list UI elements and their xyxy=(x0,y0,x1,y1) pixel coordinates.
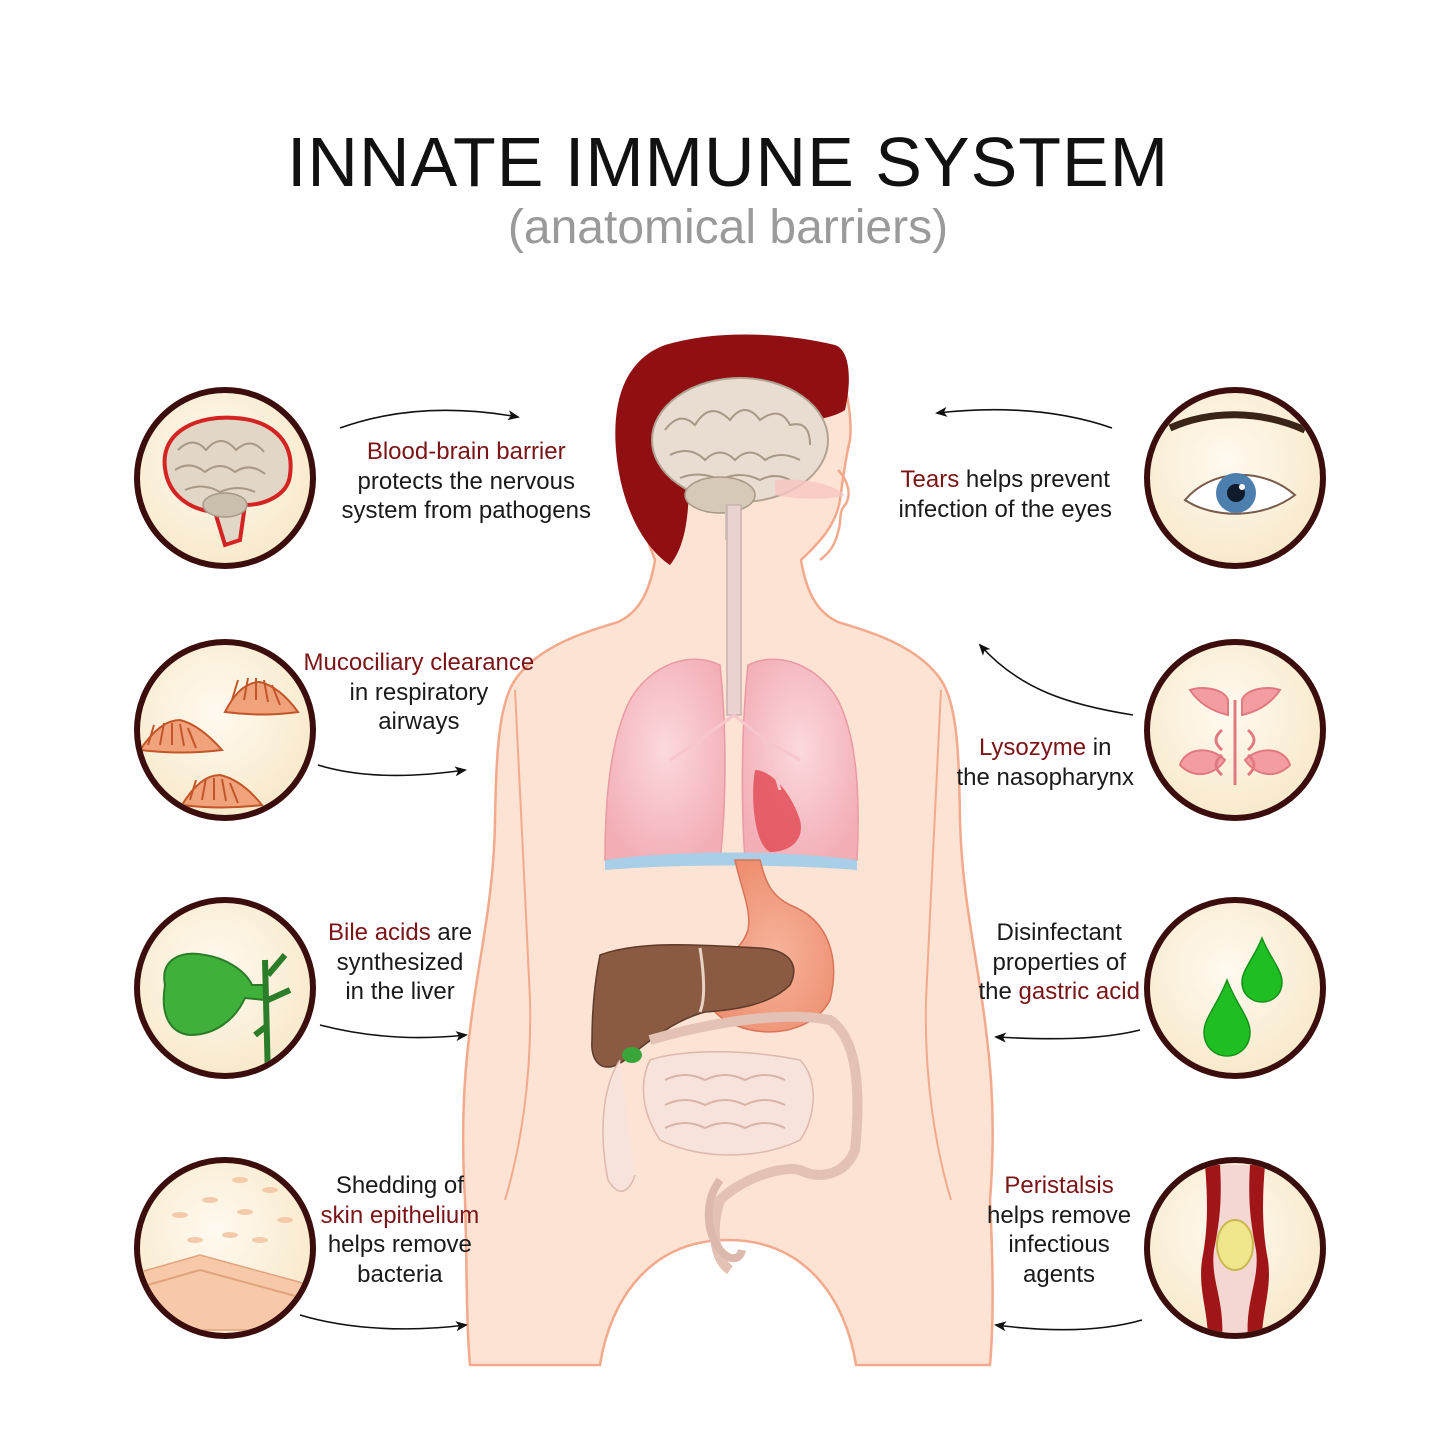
right-arm-line xyxy=(924,689,952,1201)
caption-line: in the liver xyxy=(328,977,472,1007)
caption-line: agents xyxy=(987,1260,1131,1290)
eye-icon xyxy=(1168,411,1307,515)
caption-text: protects the nervous xyxy=(357,467,575,495)
caption-line: bacteria xyxy=(321,1260,480,1290)
caption-line: helps remove xyxy=(987,1201,1131,1231)
caption-text: the xyxy=(978,978,1019,1005)
brain-icon xyxy=(162,415,293,548)
lungs xyxy=(604,658,859,870)
arrow-gastric xyxy=(994,1029,1141,1043)
skin-icon xyxy=(140,1177,310,1331)
highlighted-term: gastric acid xyxy=(1018,978,1140,1005)
highlighted-term: Bile acids xyxy=(328,919,431,946)
caption-text: synthesized xyxy=(336,948,464,976)
arrow-peristalsis xyxy=(994,1319,1143,1332)
caption-text: the nasopharynx xyxy=(956,763,1134,791)
liver xyxy=(591,943,795,1068)
highlighted-term: Mucociliary clearance xyxy=(303,649,535,676)
caption-text: agents xyxy=(1023,1260,1096,1288)
caption-text: airways xyxy=(378,708,460,735)
arrow-lysozyme xyxy=(978,643,1134,716)
cilia-icon xyxy=(140,677,300,809)
page-title: INNATE IMMUNE SYSTEM xyxy=(286,123,1170,201)
caption-line: system from pathogens xyxy=(342,496,591,526)
caption-line: infection of the eyes xyxy=(899,495,1112,525)
caption-line: Peristalsis xyxy=(987,1171,1131,1201)
circle-tears xyxy=(1144,387,1326,569)
caption-text: system from pathogens xyxy=(341,497,591,524)
arrow-bile xyxy=(319,1024,468,1042)
caption-line: Lysozyme in xyxy=(957,733,1134,763)
caption-line: properties of xyxy=(979,948,1140,978)
caption-line: Disinfectant xyxy=(979,918,1140,948)
caption-line: in respiratory xyxy=(304,678,535,708)
caption-line: Bile acids are xyxy=(328,918,472,948)
arrow-blood-brain xyxy=(339,409,520,429)
caption-text: Shedding of xyxy=(335,1172,464,1199)
trachea xyxy=(726,504,742,716)
peristalsis-icon xyxy=(1201,1165,1269,1333)
caption-text: properties of xyxy=(992,948,1126,976)
circle-lysozyme xyxy=(1144,639,1326,821)
left-arm-line xyxy=(504,689,532,1201)
caption-line: Tears helps prevent xyxy=(899,465,1112,495)
caption-text: Disinfectant xyxy=(996,919,1122,946)
highlighted-term: skin epithelium xyxy=(320,1201,480,1229)
circle-gastric-acid xyxy=(1144,897,1326,1079)
gallbladder-in-body xyxy=(622,1047,642,1063)
caption-line: synthesized xyxy=(328,948,472,978)
caption-text: are xyxy=(430,919,473,946)
circle-blood-brain-barrier xyxy=(134,387,316,569)
highlighted-term: Peristalsis xyxy=(1004,1172,1114,1199)
caption-line: helps remove xyxy=(321,1230,480,1260)
circle-bile-acids xyxy=(134,897,316,1079)
circle-skin-epithelium xyxy=(134,1157,316,1339)
caption-text: in the liver xyxy=(345,978,455,1005)
arrow-mucociliary xyxy=(317,764,467,777)
highlighted-term: Blood-brain barrier xyxy=(366,438,566,465)
page-subtitle: (anatomical barriers) xyxy=(507,201,949,254)
arrows xyxy=(299,406,1143,1332)
caption-line: skin epithelium xyxy=(321,1201,480,1231)
nasal-cavity-icon xyxy=(1178,687,1292,785)
arrow-tears xyxy=(935,406,1113,429)
arrow-skin xyxy=(299,1314,468,1332)
caption-line: airways xyxy=(304,707,535,737)
caption-line: Mucociliary clearance xyxy=(304,648,535,678)
head-brain xyxy=(651,377,845,540)
caption-line: infectious xyxy=(987,1230,1131,1260)
caption-text: infection of the eyes xyxy=(898,495,1112,523)
gallbladder-icon xyxy=(162,952,292,1073)
intestines xyxy=(602,1011,863,1275)
caption-text: helps prevent xyxy=(959,466,1110,493)
caption-line: the nasopharynx xyxy=(957,763,1134,793)
caption-text: in respiratory xyxy=(349,678,489,706)
highlighted-term: Tears xyxy=(900,466,960,493)
circle-mucociliary-clearance xyxy=(134,639,316,821)
acid-drops-icon xyxy=(1203,935,1283,1057)
caption-text: in xyxy=(1086,734,1112,761)
caption-text: infectious xyxy=(1008,1231,1110,1258)
caption-line: protects the nervous xyxy=(342,467,591,497)
caption-text: helps remove xyxy=(987,1201,1132,1229)
caption-line: Blood-brain barrier xyxy=(342,437,591,467)
circle-peristalsis xyxy=(1144,1157,1326,1339)
caption-line: Shedding of xyxy=(321,1171,480,1201)
caption-text: helps remove xyxy=(327,1231,472,1258)
face-profile xyxy=(819,469,850,561)
highlighted-term: Lysozyme xyxy=(978,734,1087,761)
caption-line: the gastric acid xyxy=(979,977,1140,1007)
caption-text: bacteria xyxy=(357,1260,443,1288)
